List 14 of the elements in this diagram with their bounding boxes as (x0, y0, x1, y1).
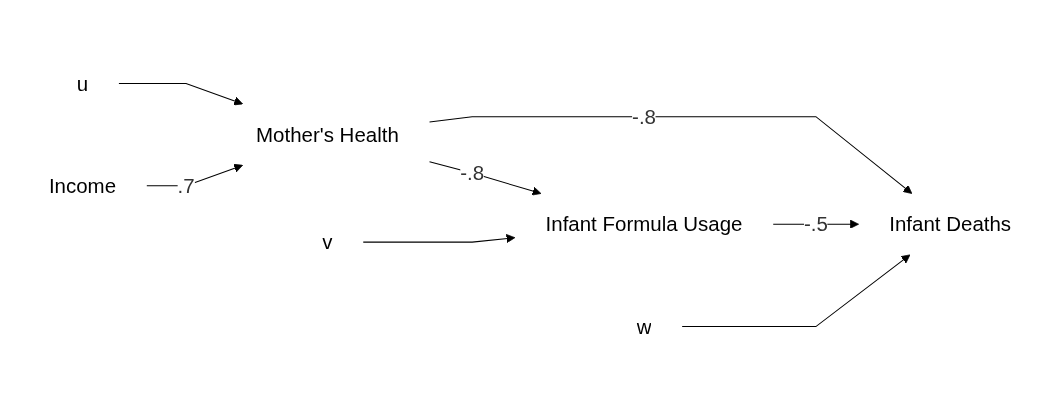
node-text: u (76, 72, 89, 95)
edge-label: -.8 (460, 161, 485, 185)
node-text: Income (48, 174, 117, 198)
node-text: v (322, 230, 333, 254)
node-text: Infant Formula Usage (545, 212, 743, 236)
edge-label: -.8 (632, 105, 656, 128)
edge-label: .7 (177, 174, 195, 198)
arrow (681, 254, 911, 328)
node-text: Infant Deaths (889, 212, 1012, 236)
edge-label: -.5 (803, 212, 828, 236)
node-text: w (636, 315, 652, 338)
arrow (362, 234, 516, 243)
node-text: Mother's Health (256, 123, 399, 146)
arrow (118, 82, 243, 106)
